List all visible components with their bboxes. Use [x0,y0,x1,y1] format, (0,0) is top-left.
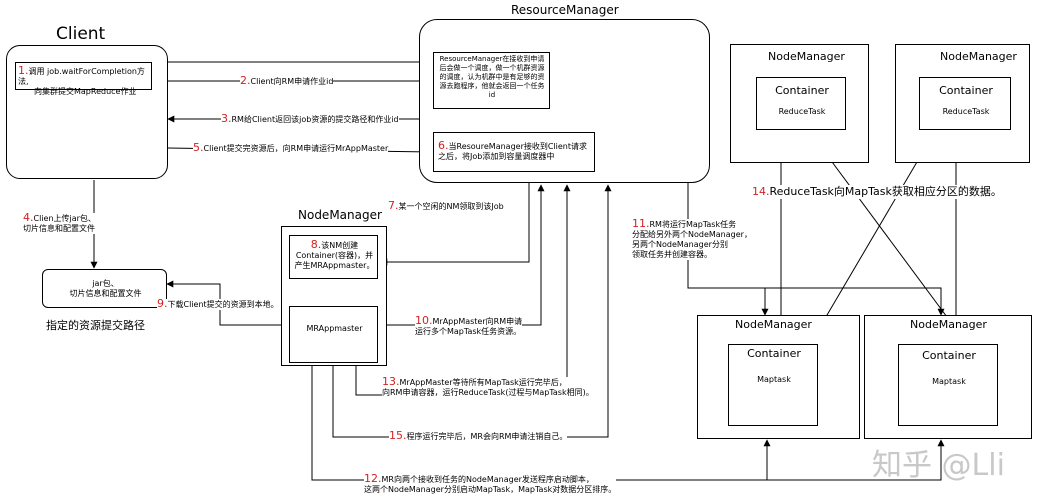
step13-number: 13. [382,375,400,388]
arrow-step12-b [767,439,945,481]
step3-text: RM给Client返回该job资源的提交路径和作业id [231,115,399,124]
step2-number: 2. [240,74,251,87]
step8-text: 该NM创建Container(容器)，并产生MRAppmaster。 [294,241,375,270]
step9-label: 9.下载Client提交的资源到本地。 [157,297,279,310]
map-node-1-task: Maptask [757,375,791,384]
map-node-1-title: NodeManager [735,318,812,331]
rm-note-text: ResourceManager在接收到申请后会做一个调度，做一个机群资源的调度，… [439,55,545,99]
step3-number: 3. [221,112,232,125]
watermark: 知乎 @Lli [872,448,1005,483]
step1-text2: 向集群提交MapReduce作业 [34,87,137,96]
map-node-2-container: Container Maptask [898,344,998,426]
reduce-node-1-task: ReduceTask [778,107,826,116]
step11-label: 11.RM将运行MapTask任务 分配给另外两个NodeManager， 另两… [632,217,752,260]
step10-label: 10.MrAppMaster向RM申请 运行多个MapTask任务资源。 [415,314,523,337]
reduce-node-1-title: NodeManager [768,50,845,63]
step8-box: 8.该NM创建Container(容器)，并产生MRAppmaster。 [289,235,378,279]
step13-text2: 向RM申请容器，运行ReduceTask(过程与MapTask相同)。 [382,388,594,397]
step5-label: 5.Client提交完资源后，向RM申请运行MrAppMaster [193,141,389,154]
step12-text2: 这两个NodeManager分别启动MapTask，MapTask对数据分区排序… [364,485,617,494]
step12-text: MR向两个接收到任务的NodeManager发送程序启动脚本， [381,475,594,484]
step12-label: 12.MR向两个接收到任务的NodeManager发送程序启动脚本， 这两个No… [364,472,617,495]
step1-text: 调用 job.waitForCompletion方法, [18,67,145,86]
rm-title: ResourceManager [511,3,619,17]
map-node-1-container: Container Maptask [728,344,818,426]
step4-label: 4.Clien上传jar包、 切片信息和配置文件 [23,211,96,234]
reduce-node-1-container-label: Container [775,84,829,97]
reduce-node-2-task: ReduceTask [942,107,990,116]
step11-number: 11. [632,217,650,230]
step11-text: RM将运行MapTask任务 [649,220,737,229]
step6-number: 6. [438,139,449,152]
step15-label: 15.程序运行完毕后，MR会向RM申请注销自己。 [389,429,568,442]
step11-text3: 另两个NodeManager分别 [632,240,728,249]
resource-path-text2: 切片信息和配置文件 [69,289,142,298]
reduce-node-1-container: Container ReduceTask [756,77,846,130]
nm-main-title: NodeManager [298,208,382,222]
mrappmaster-label: MRAppmaster [306,324,363,333]
arrow-step14-c [809,132,935,345]
step12-number: 12. [364,472,382,485]
resource-path-caption: 指定的资源提交路径 [46,319,145,332]
arrow-step13 [355,184,571,396]
step11-text4: 领取任务并创建容器。 [632,250,712,259]
step2-label: 2.Client向RM申请作业id [240,74,334,87]
reduce-node-2-title: NodeManager [940,50,1017,63]
step7-text: 某一个空闲的NM领取到该Job [398,202,504,211]
arrow-step7 [380,183,530,266]
step10-number: 10. [415,314,433,327]
map-node-2-title: NodeManager [910,318,987,331]
step10-text2: 运行多个MapTask任务资源。 [415,327,522,336]
step14-text: ReduceTask向MapTask获取相应分区的数据。 [769,185,1002,198]
step6-box: 6.当ResoureManager接收到Client请求之后，将Job添加到容量… [433,132,595,172]
reduce-node-2-container: Container ReduceTask [919,77,1011,130]
step3-label: 3.RM给Client返回该job资源的提交路径和作业id [221,112,399,125]
step7-label: 7.某一个空闲的NM领取到该Job [388,199,504,212]
step8-number: 8. [310,238,322,251]
step14-number: 14. [752,185,770,198]
map-node-2-task: Maptask [932,377,966,386]
step9-text: 下载Client提交的资源到本地。 [167,300,279,309]
step4-text: Clien上传jar包、 [33,214,96,223]
step11-text2: 分配给另外两个NodeManager， [632,230,752,239]
step7-number: 7. [388,199,399,212]
mrappmaster-box: MRAppmaster [289,306,378,363]
step4-number: 4. [23,211,34,224]
step15-number: 15. [389,429,407,442]
arrow-step11-b [765,287,945,316]
step13-label: 13.MrAppMaster等待所有MapTask运行完毕后， 向RM申请容器，… [382,375,594,398]
client-title: Client [56,24,106,44]
step1-box: 1.调用 job.waitForCompletion方法, 向集群提交MapRe… [15,62,152,96]
rm-note-box: ResourceManager在接收到申请后会做一个调度，做一个机群资源的调度，… [433,52,550,109]
step10-text: MrAppMaster向RM申请 [432,317,523,326]
step9-number: 9. [157,297,168,310]
step5-number: 5. [193,141,204,154]
step1-number: 1. [18,64,29,77]
step4-text2: 切片信息和配置文件 [23,224,95,233]
step14-label: 14.ReduceTask向MapTask获取相应分区的数据。 [752,185,1002,199]
arrow-step14-b [817,142,968,345]
step6-text: 当ResoureManager接收到Client请求之后，将Job添加到容量调度… [438,142,588,161]
reduce-node-2-container-label: Container [939,84,993,97]
step2-text: Client向RM申请作业id [250,77,334,86]
resource-path-text1: jar包、 [92,279,119,288]
resource-path-box: jar包、 切片信息和配置文件 [42,269,167,308]
step13-text: MrAppMaster等待所有MapTask运行完毕后， [399,378,567,387]
map-node-1-container-label: Container [747,347,801,360]
step5-text: Client提交完资源后，向RM申请运行MrAppMaster [203,144,389,153]
map-node-2-container-label: Container [922,349,976,362]
step15-text: 程序运行完毕后，MR会向RM申请注销自己。 [406,432,568,441]
